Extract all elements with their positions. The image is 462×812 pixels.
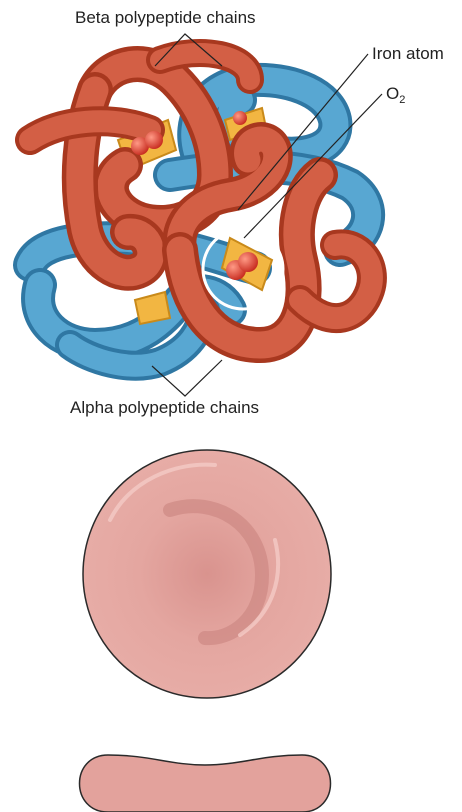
iron-atom-label: Iron atom: [372, 44, 444, 64]
hemoglobin-molecule: [30, 53, 372, 366]
red-blood-cell-side-view: [80, 755, 331, 812]
oxygen-label-subscript: 2: [399, 94, 405, 106]
alpha-chains-label: Alpha polypeptide chains: [70, 398, 259, 418]
oxygen-label-letter: O: [386, 84, 399, 103]
oxygen-label: O2: [386, 84, 405, 104]
beta-chains-label: Beta polypeptide chains: [75, 8, 256, 28]
red-blood-cell-top-view: [83, 450, 331, 698]
